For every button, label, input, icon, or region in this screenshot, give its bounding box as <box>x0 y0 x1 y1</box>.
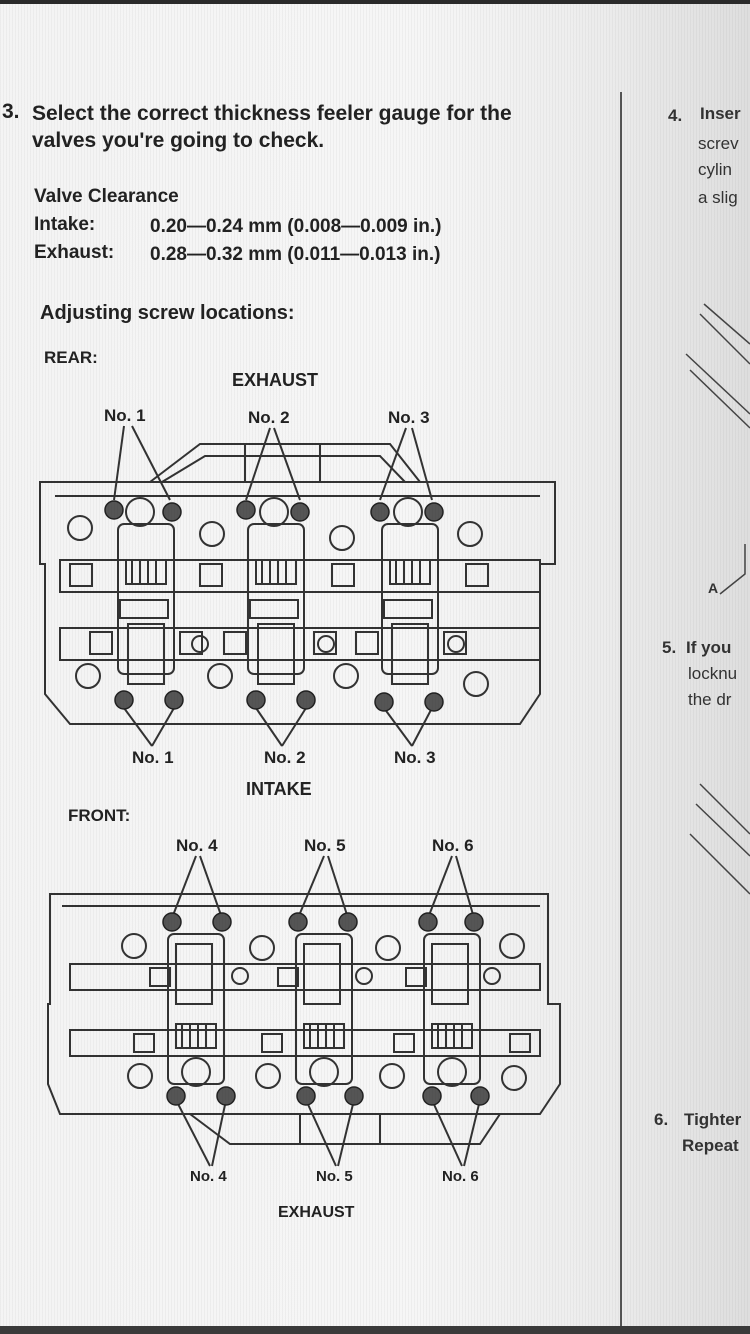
front-top-callout-5: No. 5 <box>304 836 346 855</box>
exhaust-value: 0.28—0.32 mm (0.011—0.013 in.) <box>150 244 441 265</box>
step-text-line-1: Select the correct thickness feeler gaug… <box>32 102 512 125</box>
rear-bottom-callout-3: No. 3 <box>394 748 436 767</box>
rear-cylinder-head <box>39 425 556 747</box>
rear-label: REAR: <box>44 348 98 367</box>
monitor-bezel-top <box>0 0 750 4</box>
exhaust-label: Exhaust: <box>34 242 115 263</box>
step4-number: 4. <box>668 106 683 125</box>
right-figure-fragments <box>685 303 750 895</box>
step5-line-2: locknu <box>688 664 738 683</box>
cylinder-head-diagrams <box>39 303 750 1167</box>
intake-value: 0.20—0.24 mm (0.008—0.009 in.) <box>150 216 442 237</box>
step6-number: 6. <box>654 1110 669 1129</box>
step6-line-1: Tighter <box>684 1110 742 1129</box>
step-number: 3. <box>2 100 20 123</box>
step-text-line-2: valves you're going to check. <box>32 129 325 152</box>
step5-number: 5. <box>662 638 677 657</box>
valve-clearance-heading: Valve Clearance <box>34 186 179 207</box>
step4-line-4: a slig <box>698 188 738 207</box>
front-bottom-callout-5: No. 5 <box>316 1168 353 1185</box>
rear-top-callout-2: No. 2 <box>248 408 290 427</box>
rear-bottom-callout-1: No. 1 <box>132 748 174 767</box>
step5-line-1: If you <box>686 638 732 657</box>
front-bottom-callout-4: No. 4 <box>190 1168 227 1185</box>
rear-bottom-callout-2: No. 2 <box>264 748 306 767</box>
manual-page: 3. Select the correct thickness feeler g… <box>0 4 750 1330</box>
step4-line-1: Inser <box>700 104 741 123</box>
rear-adjusting-screws <box>104 500 444 712</box>
front-exhaust-label: EXHAUST <box>278 1204 355 1221</box>
front-top-callout-6: No. 6 <box>432 836 474 855</box>
rear-top-callout-3: No. 3 <box>388 408 430 427</box>
adjusting-screw-heading: Adjusting screw locations: <box>40 302 295 324</box>
front-top-callout-4: No. 4 <box>176 836 218 855</box>
intake-label: Intake: <box>34 214 96 235</box>
front-adjusting-screws <box>162 912 490 1106</box>
rear-intake-label: INTAKE <box>246 779 312 799</box>
column-divider <box>620 92 622 1330</box>
monitor-bezel-bottom <box>0 1326 750 1334</box>
rear-top-callout-1: No. 1 <box>104 406 146 425</box>
step4-line-2: screv <box>698 134 739 153</box>
step4-line-3: cylin <box>698 160 733 179</box>
rear-exhaust-label: EXHAUST <box>232 370 319 390</box>
figure-callout-a: A <box>708 580 719 596</box>
front-bottom-callout-6: No. 6 <box>442 1168 479 1185</box>
front-cylinder-head <box>47 855 561 1167</box>
step5-line-3: the dr <box>688 690 732 709</box>
step6-line-2: Repeat <box>682 1136 739 1155</box>
front-label: FRONT: <box>68 806 131 825</box>
